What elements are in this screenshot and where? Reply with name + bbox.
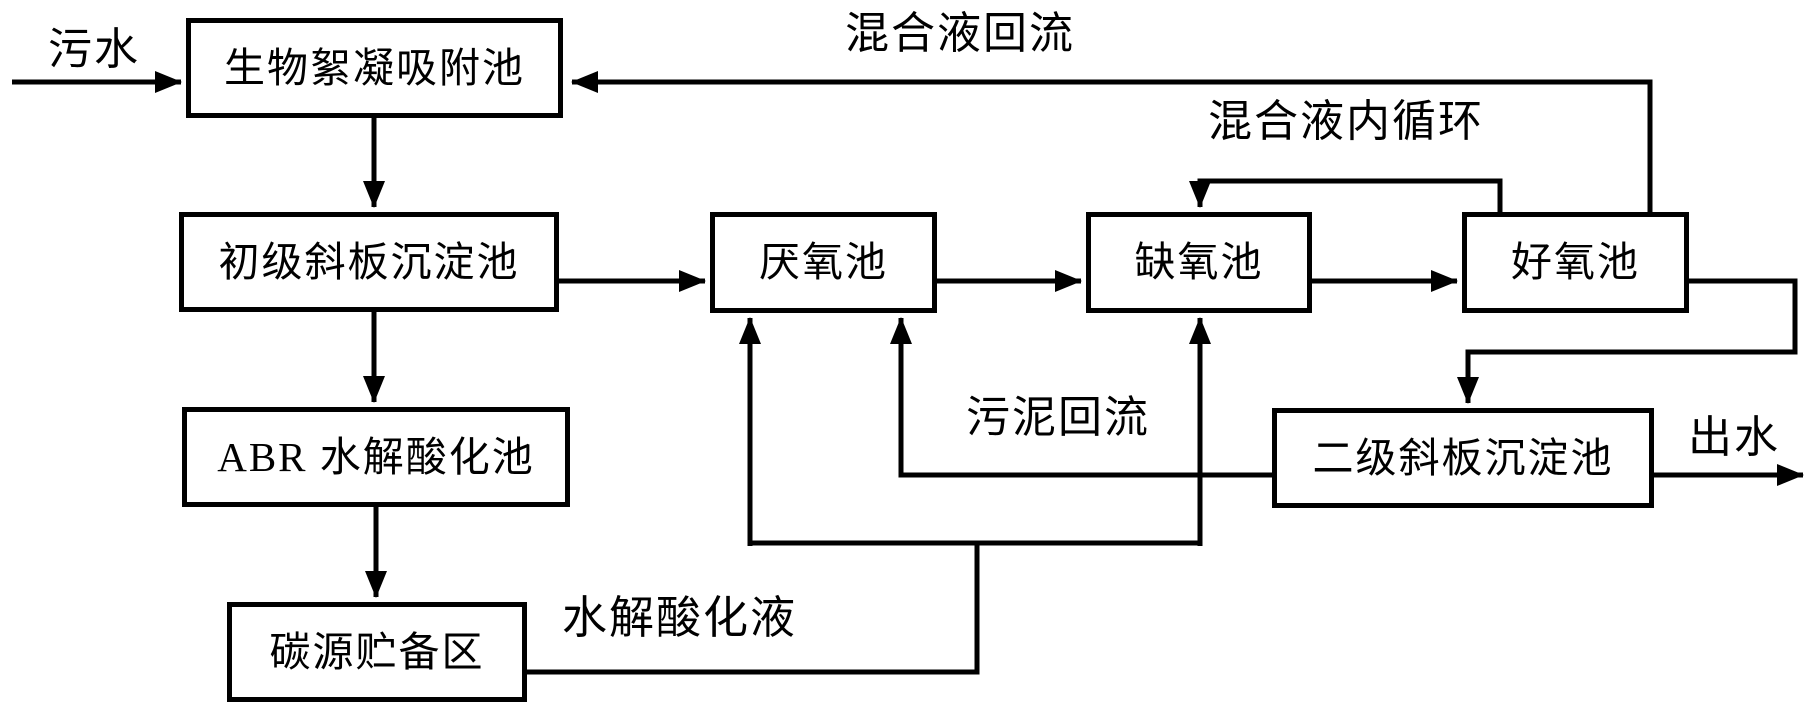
sludge-return-label: 污泥回流 (966, 393, 1150, 442)
effluent-label: 出水 (1688, 413, 1780, 462)
node-aerobic-label: 好氧池 (1511, 239, 1640, 285)
sludge-return-line (890, 317, 1272, 478)
node-aerobic-tank: 好氧池 (1462, 212, 1689, 313)
mixed-liquor-return-label: 混合液回流 (845, 9, 1075, 58)
node-anoxic-label: 缺氧池 (1134, 239, 1264, 285)
node-primary-settling-tank: 初级斜板沉淀池 (179, 212, 559, 312)
internal-recycle-label: 混合液内循环 (1208, 97, 1484, 146)
node-anaerobic-label: 厌氧池 (759, 239, 888, 285)
node-bio-flocculation-tank: 生物絮凝吸附池 (186, 18, 563, 118)
node-carbon-source-label: 碳源贮备区 (269, 628, 485, 675)
internal-recycle-line (1189, 178, 1503, 212)
node-primary-settling-label: 初级斜板沉淀池 (218, 238, 520, 285)
hydrolysis-liquid-label: 水解酸化液 (562, 593, 798, 643)
node-anaerobic-tank: 厌氧池 (710, 212, 937, 313)
node-secondary-settling-tank: 二级斜板沉淀池 (1272, 408, 1654, 508)
aerobic-to-secondary-line (1457, 278, 1798, 404)
node-bio-flocculation-label: 生物絮凝吸附池 (224, 44, 525, 91)
node-secondary-settling-label: 二级斜板沉淀池 (1312, 434, 1614, 481)
node-abr-hydrolysis-label: ABR 水解酸化池 (217, 433, 535, 480)
node-anoxic-tank: 缺氧池 (1086, 212, 1312, 313)
node-abr-hydrolysis-tank: ABR 水解酸化池 (182, 407, 570, 507)
mixed-liquor-return-line (571, 71, 1653, 212)
hydrolysis-feed-line (527, 541, 980, 675)
node-carbon-source-storage: 碳源贮备区 (227, 602, 527, 702)
influent-label: 污水 (48, 25, 140, 74)
